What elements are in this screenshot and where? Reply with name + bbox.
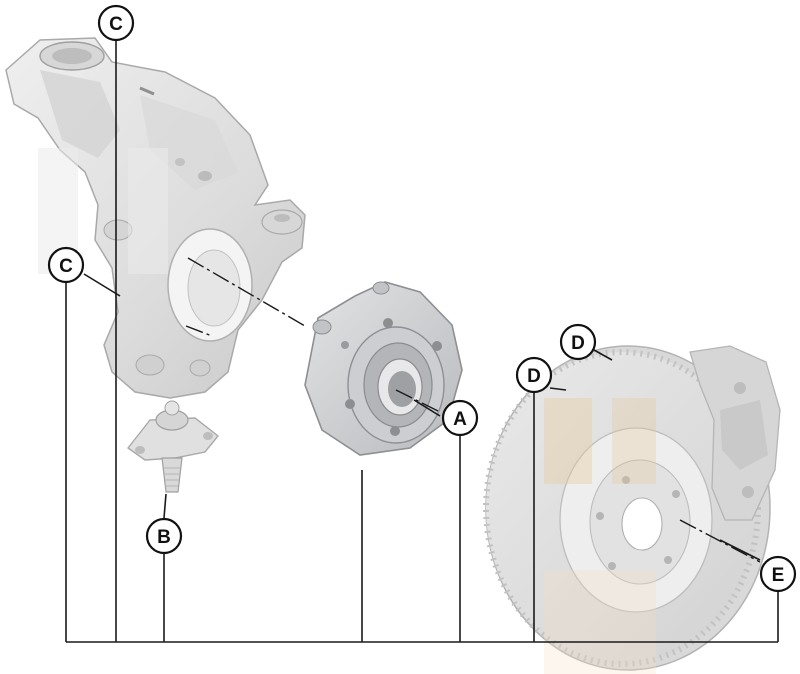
callout-e: E	[759, 555, 797, 593]
svg-text:A: A	[453, 409, 467, 430]
callout-b: B	[145, 517, 183, 555]
callout-c-left: C	[47, 246, 85, 284]
callout-a: A	[441, 399, 479, 437]
svg-text:C: C	[59, 256, 73, 277]
callout-c-top: C	[97, 4, 135, 42]
callout-d-lower: D	[515, 356, 553, 394]
svg-text:D: D	[571, 333, 585, 354]
svg-text:C: C	[109, 14, 123, 35]
wheel-hub-bearing	[304, 281, 463, 456]
brake-disc	[483, 345, 771, 671]
ball-joint	[126, 400, 219, 493]
leader-lines	[65, 23, 779, 643]
svg-text:E: E	[772, 565, 785, 586]
watermark	[38, 148, 656, 674]
svg-text:B: B	[157, 527, 171, 548]
callout-d-upper: D	[559, 323, 597, 361]
svg-text:D: D	[527, 366, 541, 387]
brake-caliper	[689, 345, 781, 521]
